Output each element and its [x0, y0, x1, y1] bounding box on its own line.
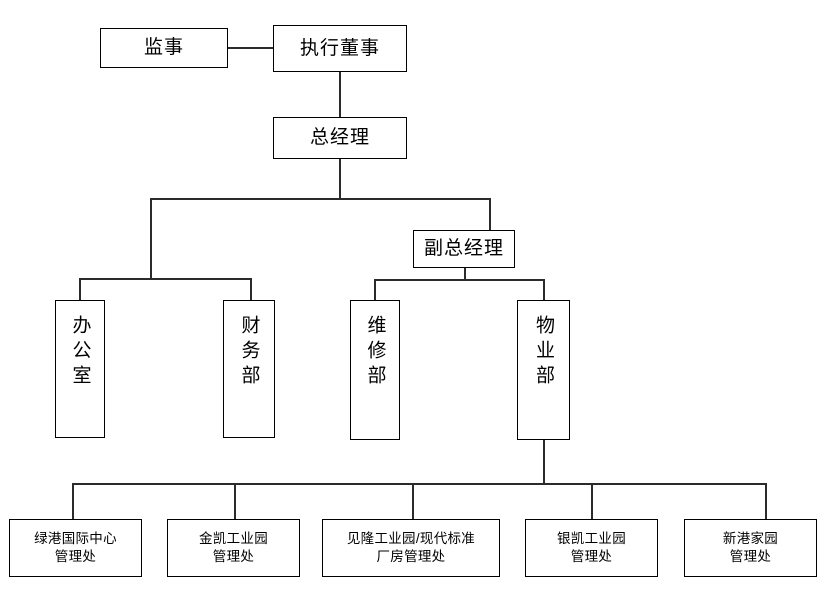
node-office-label: 办公室: [69, 315, 91, 390]
edge-drop-to-office-2: [234, 483, 236, 519]
node-deputy-general-manager-label: 副总经理: [423, 238, 504, 260]
edge-main-bus: [150, 198, 490, 200]
edge-property-dept-stem: [543, 440, 545, 483]
edge-drop-to-maintenance-dept: [374, 279, 376, 300]
edge-left-branch-drop: [150, 198, 152, 278]
node-management-office-3[interactable]: 见隆工业园/现代标准 厂房管理处: [322, 519, 500, 577]
node-maintenance-dept[interactable]: 维修部: [350, 300, 400, 440]
edge-general-manager-stem: [339, 159, 341, 199]
node-management-office-4[interactable]: 银凯工业园 管理处: [525, 519, 658, 577]
node-office[interactable]: 办公室: [55, 300, 105, 438]
edge-executive-director-to-general-manager: [339, 72, 341, 117]
node-finance-dept-label: 财务部: [238, 315, 260, 390]
node-management-office-3-label: 见隆工业园/现代标准 厂房管理处: [346, 530, 476, 564]
node-property-dept-label: 物业部: [533, 315, 554, 390]
node-management-office-5[interactable]: 新港家园 管理处: [684, 519, 817, 577]
edge-drop-to-office-3: [412, 483, 414, 519]
node-deputy-general-manager[interactable]: 副总经理: [413, 230, 515, 268]
edge-drop-to-office-4: [591, 483, 593, 519]
node-executive-director-label: 执行董事: [299, 37, 380, 59]
node-management-office-2-label: 金凯工业园 管理处: [199, 530, 268, 564]
edge-drop-to-office-1: [72, 483, 74, 519]
edge-drop-to-office: [79, 278, 81, 300]
edge-right-branch-drop: [489, 198, 491, 230]
node-supervisor-label: 监事: [143, 37, 184, 59]
edge-supervisor-to-executive-director: [228, 47, 273, 49]
node-general-manager-label: 总经理: [309, 127, 370, 149]
edge-office-finance-bus: [79, 278, 251, 280]
edge-deputy-general-manager-stem: [464, 268, 466, 280]
node-management-office-5-label: 新港家园 管理处: [722, 530, 779, 564]
node-maintenance-dept-label: 维修部: [364, 315, 386, 390]
edge-management-offices-bus: [72, 483, 766, 485]
node-general-manager[interactable]: 总经理: [273, 117, 407, 159]
node-supervisor[interactable]: 监事: [100, 28, 228, 68]
node-executive-director[interactable]: 执行董事: [273, 25, 407, 72]
edge-deputy-bus: [374, 279, 544, 281]
edge-drop-to-property-dept: [543, 279, 545, 300]
node-management-office-2[interactable]: 金凯工业园 管理处: [167, 519, 300, 577]
node-management-office-4-label: 银凯工业园 管理处: [557, 530, 626, 564]
node-management-office-1-label: 绿港国际中心 管理处: [34, 530, 117, 564]
edge-drop-to-office-5: [765, 483, 767, 519]
node-management-office-1[interactable]: 绿港国际中心 管理处: [9, 519, 142, 577]
node-finance-dept[interactable]: 财务部: [223, 300, 275, 438]
node-property-dept[interactable]: 物业部: [517, 300, 570, 440]
edge-drop-to-finance-dept: [250, 278, 252, 300]
